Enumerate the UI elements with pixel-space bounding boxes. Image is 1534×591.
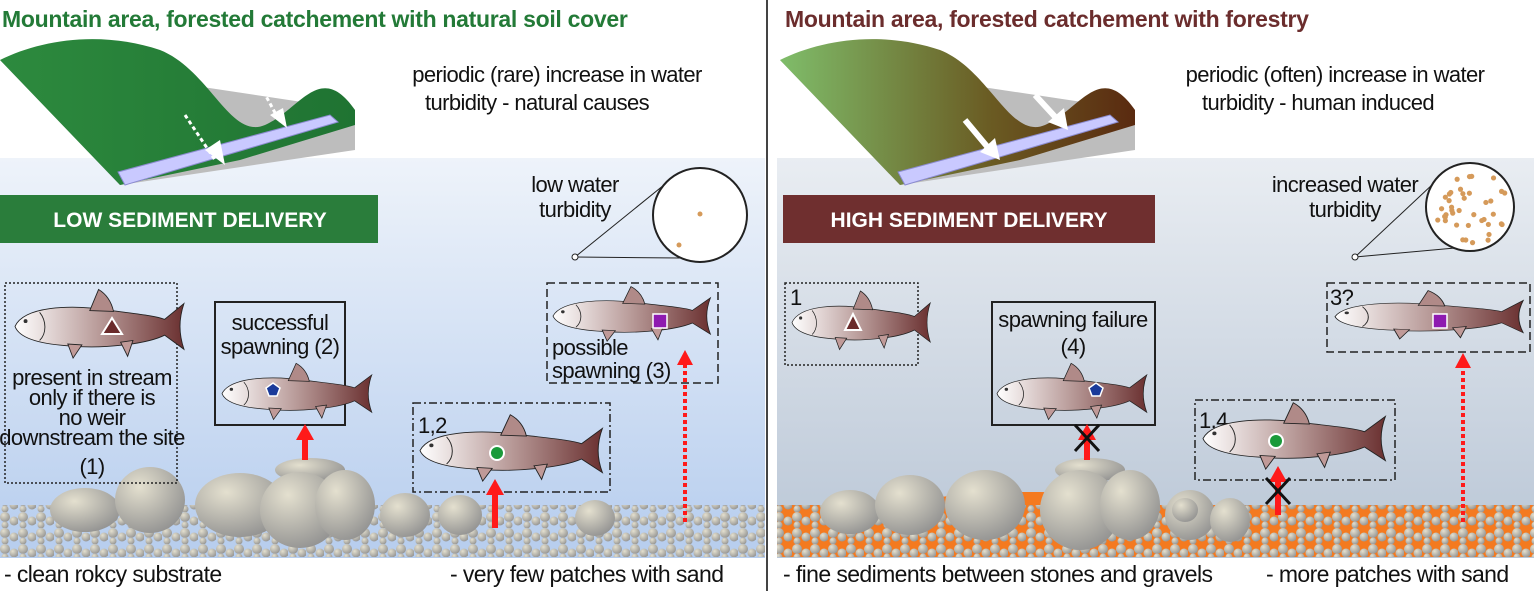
circle-marker-icon: [1268, 433, 1284, 449]
sediment-particle: [1442, 194, 1448, 200]
turbidity-label: low water: [531, 172, 619, 197]
sediment-particle: [1469, 240, 1476, 246]
species2-box: [991, 301, 1156, 426]
sediment-particle: [1486, 231, 1492, 238]
sediment-particle: [1485, 237, 1491, 243]
box4-text: possible: [552, 335, 628, 360]
sediment-particle: [1463, 237, 1469, 243]
runoff-arrow-icon: [270, 108, 287, 128]
cross-icon: [1073, 423, 1101, 453]
arrow-head-icon: [1269, 466, 1287, 482]
arrow-head-icon: [1455, 353, 1471, 368]
sediment-particle: [1435, 217, 1441, 223]
cross-icon: [1264, 476, 1292, 506]
arrow-head-icon: [1078, 424, 1096, 440]
pentagon-marker-icon: [265, 382, 281, 397]
sediment-particle: [1453, 222, 1460, 228]
sediment-particle: [1465, 222, 1471, 229]
species14-box: [1194, 399, 1396, 481]
box3-label: 1,2: [418, 413, 447, 438]
sediment-particle: [1449, 207, 1455, 213]
sediment-particle: [1457, 186, 1464, 192]
high-turbidity-magnifier-icon: [1351, 162, 1515, 261]
species3-box: [1326, 282, 1531, 353]
species1-box: [4, 282, 178, 484]
sediment-particle: [1460, 191, 1466, 197]
square-marker-icon: [652, 313, 668, 329]
species2-box: [214, 301, 346, 426]
high-sediment-label: HIGH SEDIMENT DELIVERY: [831, 209, 1108, 232]
natural-sand-caption: - very few patches with sand: [450, 561, 723, 587]
sediment-particle: [1488, 198, 1494, 204]
pentagon-marker-icon: [1088, 382, 1104, 397]
forestry-sand-caption: - more patches with sand: [1266, 561, 1509, 587]
runoff-arrow-icon: [962, 92, 1061, 152]
box1-text: present in stream: [12, 365, 172, 390]
species3-box: [546, 282, 719, 384]
box2-text: (4): [1060, 334, 1085, 359]
sediment-particle: [1499, 221, 1505, 228]
low-turbidity-magnifier-icon: [571, 167, 748, 263]
sediment-particle: [1466, 173, 1473, 180]
natural-panel: Mountain area, forested catchement with …: [0, 6, 765, 587]
forestry-substrate-caption: - fine sediments between stones and grav…: [783, 561, 1212, 587]
sediment-particle: [1438, 206, 1445, 212]
fine-sediment-substrate: [777, 458, 1534, 557]
triangle-marker-icon: [100, 316, 124, 335]
circle-marker-icon: [489, 445, 505, 461]
box1-label: 1: [790, 285, 802, 310]
natural-substrate-caption: - clean rokcy substrate: [4, 561, 222, 587]
sediment-particle: [1454, 176, 1460, 182]
sediment-particle: [1448, 189, 1454, 196]
turbidity-label: increased water: [1272, 172, 1419, 197]
sediment-particle: [1466, 190, 1472, 196]
box4-label: 3?: [1330, 285, 1354, 310]
forestry-description-line2: turbidity - human induced: [1202, 90, 1434, 115]
forestry-panel: Mountain area, forested catchement with …: [777, 6, 1534, 587]
box1-text: (1): [79, 454, 104, 479]
triangle-marker-icon: [843, 311, 863, 331]
arrow-head-icon: [677, 350, 693, 365]
runoff-arrow-icon: [980, 138, 1000, 160]
sediment-particle: [1456, 207, 1462, 214]
square-marker-icon: [1432, 313, 1448, 329]
natural-title: Mountain area, forested catchement with …: [2, 6, 628, 32]
sediment-particle: [1471, 212, 1477, 218]
sediment-particle: [1443, 212, 1449, 218]
natural-description-line1: periodic (rare) increase in water: [412, 62, 702, 87]
sediment-particle: [1461, 195, 1467, 201]
arrow-head-icon: [486, 479, 504, 495]
sediment-particle: [1490, 175, 1497, 181]
sediment-particle: [1498, 188, 1505, 194]
box1-text: no weir: [59, 405, 126, 430]
runoff-arrow-icon: [1048, 108, 1068, 130]
box2-text: spawning failure: [998, 307, 1148, 332]
low-sediment-banner: [0, 195, 378, 243]
forested-hill-illustration: [0, 39, 765, 558]
sediment-particle: [1490, 211, 1496, 217]
sediment-particle: [1483, 199, 1489, 206]
box4-text: spawning (3): [552, 358, 671, 383]
turbidity-label: turbidity: [539, 197, 611, 222]
box1-text: downstream the site: [0, 425, 185, 450]
species12-box: [412, 402, 611, 493]
turbidity-label: turbidity: [1309, 197, 1381, 222]
sediment-particle: [1479, 217, 1485, 224]
high-sediment-banner: [783, 195, 1155, 243]
sediment-particle: [1446, 198, 1452, 204]
forestry-title: Mountain area, forested catchement with …: [785, 6, 1309, 32]
box2-text: successful: [232, 310, 329, 335]
sediment-particle: [1485, 221, 1491, 228]
forestry-description-line1: periodic (often) increase in water: [1186, 62, 1485, 87]
box1-text: only if there is: [29, 385, 156, 410]
low-sediment-label: LOW SEDIMENT DELIVERY: [53, 209, 326, 232]
box2-text: spawning (2): [221, 334, 340, 359]
arrow-head-icon: [296, 424, 314, 440]
runoff-arrow-icon: [205, 140, 225, 165]
natural-description-line2: turbidity - natural causes: [425, 90, 650, 115]
